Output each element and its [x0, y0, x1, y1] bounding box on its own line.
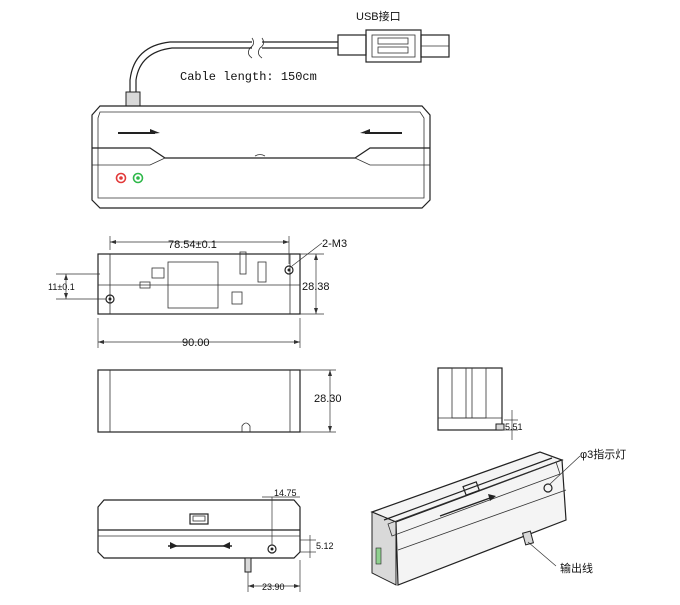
dim-5-51: 5.51 — [505, 422, 523, 432]
output-cable-stub — [244, 557, 252, 573]
dim-28-30: 28.30 — [314, 393, 342, 405]
dim-90: 90.00 — [182, 337, 210, 349]
screw-hole-icon — [284, 265, 294, 275]
reader-body-outline — [91, 105, 431, 209]
arrow-left-icon — [360, 129, 402, 134]
dim-5-12: 5.12 — [316, 541, 334, 551]
usb-port-label: USB接口 — [356, 10, 401, 23]
front-view: 28.30 — [97, 369, 342, 433]
output-cable-stub — [521, 530, 535, 546]
top-reader-view: USB接口 Cable length: 150cm — [91, 10, 450, 209]
dim-23-90: 23.90 — [262, 582, 285, 592]
dim-2-m3: 2-M3 — [322, 238, 347, 250]
usb-plug — [337, 29, 450, 63]
led-hole-icon — [543, 483, 553, 493]
swipe-slot — [92, 147, 430, 159]
cable-length-label: Cable length: 150cm — [180, 70, 317, 84]
output-cable-label: 输出线 — [560, 561, 593, 575]
side-view: 5.51 — [437, 367, 523, 440]
top-view-dimensioned: 78.54±0.1 2-M3 11±0.1 28.38 90.00 — [48, 236, 347, 349]
dim-led-dia: φ3指示灯 — [580, 447, 626, 461]
connector-icon — [189, 513, 209, 525]
cable-strain-relief — [125, 91, 141, 107]
arrow-right-icon — [118, 129, 160, 134]
dim-28-38: 28.38 — [302, 281, 330, 293]
dim-11: 11±0.1 — [48, 282, 75, 292]
back-view: 14.75 5.12 23.90 — [97, 488, 334, 592]
dim-78-54: 78.54±0.1 — [168, 239, 217, 251]
cable-curve — [129, 41, 252, 95]
connector-icon — [462, 481, 481, 496]
perspective-view: φ3指示灯 输出线 — [370, 447, 626, 586]
dim-14-75: 14.75 — [274, 488, 297, 498]
